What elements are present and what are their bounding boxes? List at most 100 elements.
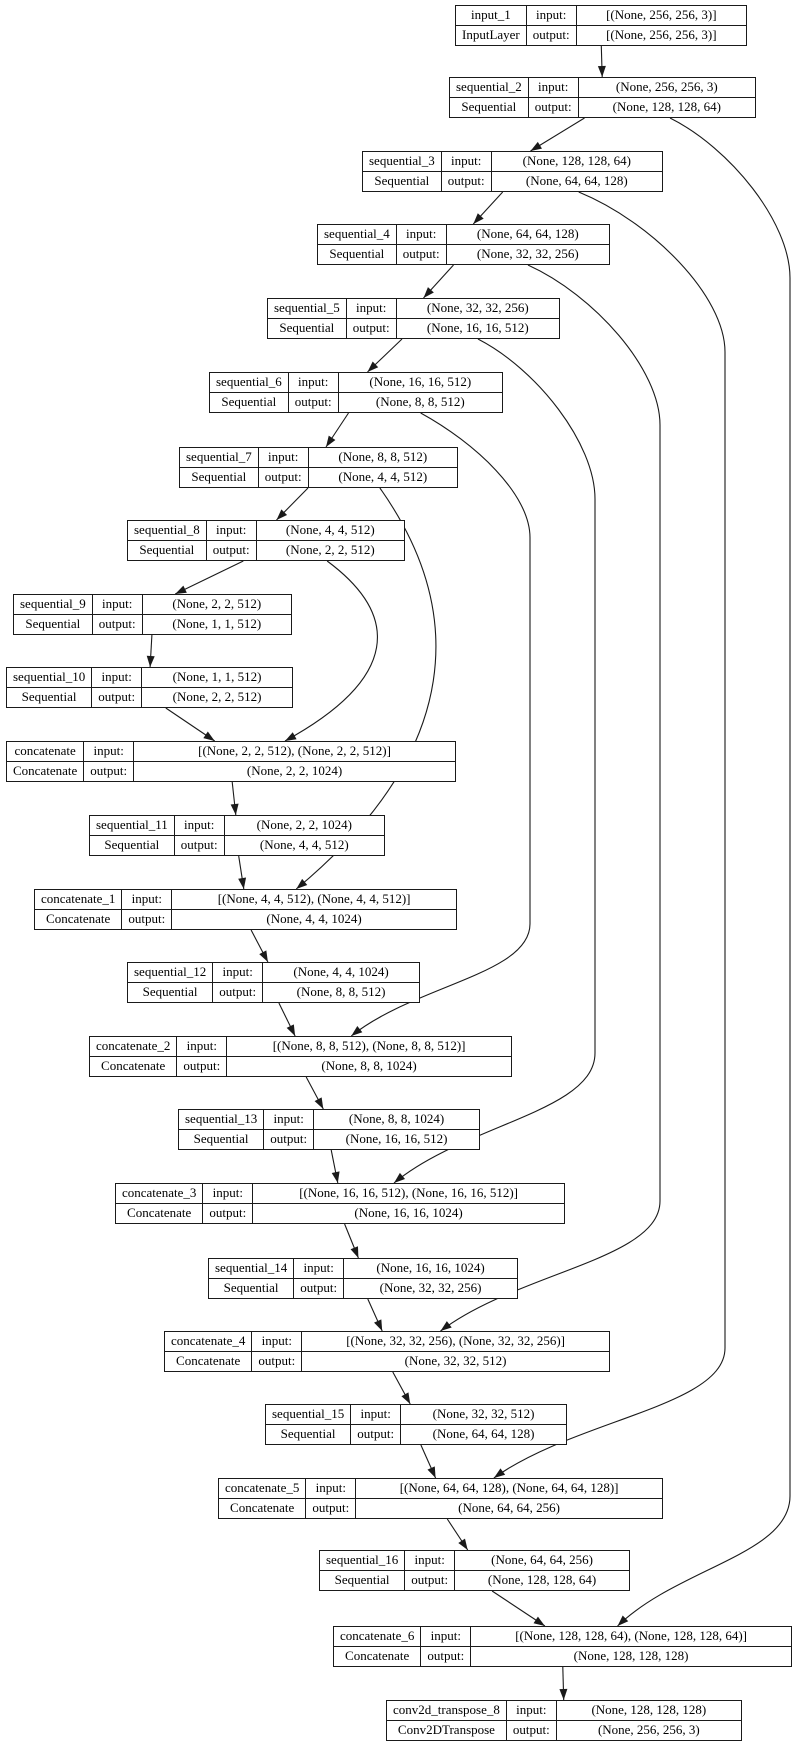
output-shape-cell: (None, 16, 16, 1024)	[354, 1205, 463, 1221]
layer-type-cell: Sequential	[363, 171, 442, 191]
output-label-cell: output:	[405, 1570, 456, 1590]
input-label-cell: input:	[122, 890, 173, 910]
layer-name-cell: sequential_14	[209, 1259, 295, 1279]
layer-type-cell: Sequential	[320, 1570, 406, 1590]
node-concatenate_3: concatenate_3 input: [(None, 16, 16, 512…	[115, 1183, 565, 1224]
edge-sequential_4-to-sequential_5-arrowhead	[423, 287, 434, 298]
layer-name-cell: sequential_9	[14, 595, 93, 615]
layer-type-cell: Concatenate	[165, 1351, 253, 1371]
edge-concatenate-to-sequential_11-arrowhead	[230, 803, 239, 815]
layer-type-cell: Sequential	[210, 392, 289, 412]
layer-name-cell: sequential_16	[320, 1551, 406, 1571]
edge-sequential_4-to-concatenate_4-arrowhead	[440, 1321, 452, 1331]
edge-sequential_16-to-concatenate_6-arrowhead	[533, 1616, 545, 1626]
output-label-cell: output:	[294, 1278, 345, 1298]
layer-type-cell: Sequential	[450, 97, 529, 117]
output-label-cell: output:	[207, 540, 257, 560]
layer-name-cell: sequential_13	[179, 1110, 265, 1130]
output-label-cell: output:	[264, 1129, 315, 1149]
edge-concatenate_6-to-conv2d_transpose_8-arrowhead	[559, 1688, 568, 1700]
output-label-cell: output:	[347, 318, 397, 338]
input-shape-cell: [(None, 32, 32, 256), (None, 32, 32, 256…	[302, 1332, 609, 1352]
edge-sequential_13-to-concatenate_3-arrowhead	[331, 1171, 340, 1183]
layer-type-cell: Concatenate	[116, 1203, 204, 1223]
edge-sequential_8-to-sequential_9	[174, 560, 244, 595]
input-shape-cell: (None, 16, 16, 1024)	[344, 1259, 517, 1279]
edge-sequential_7-to-sequential_8-arrowhead	[276, 509, 288, 520]
input-shape-cell: (None, 256, 256, 3)	[578, 78, 755, 98]
layer-type-cell: Concatenate	[219, 1498, 307, 1518]
layer-name-cell: input_1	[456, 6, 527, 26]
input-shape-cell: (None, 16, 16, 512)	[338, 373, 502, 393]
output-label-cell: output:	[203, 1203, 254, 1223]
layer-type-cell: Conv2DTranspose	[387, 1720, 507, 1740]
edge-sequential_8-to-concatenate	[284, 560, 378, 742]
node-sequential_12: sequential_12 input: (None, 4, 4, 1024) …	[127, 962, 420, 1003]
edge-concatenate_4-to-sequential_15-arrowhead	[401, 1392, 411, 1404]
layer-type-cell: Sequential	[90, 835, 175, 855]
edge-sequential_6-to-sequential_7-arrowhead	[326, 435, 336, 447]
output-shape-cell: (None, 256, 256, 3)	[597, 1722, 700, 1738]
input-label-cell: input:	[405, 1551, 456, 1571]
input-label-cell: input:	[351, 1405, 402, 1425]
input-shape-cell: [(None, 2, 2, 512), (None, 2, 2, 512)]	[134, 742, 455, 762]
input-label-cell: input:	[92, 668, 143, 688]
node-sequential_5: sequential_5 input: (None, 32, 32, 256) …	[267, 298, 560, 339]
output-label-cell: output:	[397, 244, 447, 264]
input-shape-cell: (None, 64, 64, 128)	[446, 225, 609, 245]
input-shape-cell: (None, 8, 8, 512)	[308, 448, 457, 468]
input-label-cell: input:	[396, 225, 447, 245]
layer-name-cell: concatenate	[7, 742, 85, 762]
edge-sequential_14-to-concatenate_4-arrowhead	[374, 1319, 383, 1331]
input-shape-cell: (None, 128, 128, 128)	[556, 1701, 741, 1721]
layer-type-cell: Concatenate	[334, 1646, 422, 1666]
output-shape-cell: (None, 64, 64, 128)	[525, 173, 628, 189]
node-concatenate: concatenate input: [(None, 2, 2, 512), (…	[6, 741, 456, 782]
input-label-cell: input:	[441, 152, 492, 172]
output-shape-cell: (None, 2, 2, 512)	[285, 542, 375, 558]
node-sequential_11: sequential_11 input: (None, 2, 2, 1024) …	[89, 815, 385, 856]
output-label-cell: output:	[527, 25, 577, 45]
node-sequential_4: sequential_4 input: (None, 64, 64, 128) …	[317, 224, 610, 265]
output-shape-cell: (None, 1, 1, 512)	[172, 616, 262, 632]
layer-type-cell: Sequential	[128, 982, 214, 1002]
input-shape-cell: [(None, 64, 64, 128), (None, 64, 64, 128…	[356, 1479, 662, 1499]
output-shape-cell: (None, 16, 16, 512)	[426, 320, 529, 336]
node-concatenate_5: concatenate_5 input: [(None, 64, 64, 128…	[218, 1478, 663, 1519]
layer-name-cell: sequential_10	[7, 668, 93, 688]
layer-name-cell: concatenate_4	[165, 1332, 253, 1352]
edge-sequential_3-to-concatenate_5	[493, 191, 726, 1479]
input-label-cell: input:	[306, 1479, 357, 1499]
layer-name-cell: sequential_2	[450, 78, 529, 98]
output-shape-cell: (None, 16, 16, 512)	[345, 1131, 448, 1147]
output-label-cell: output:	[507, 1720, 557, 1740]
input-label-cell: input:	[92, 595, 143, 615]
edge-sequential_8-to-sequential_9-arrowhead	[175, 585, 187, 594]
output-label-cell: output:	[306, 1498, 357, 1518]
input-label-cell: input:	[177, 1037, 228, 1057]
edge-sequential_3-to-concatenate_5-arrowhead	[493, 1468, 506, 1478]
node-sequential_6: sequential_6 input: (None, 16, 16, 512) …	[209, 372, 503, 413]
input-shape-cell: (None, 2, 2, 1024)	[224, 816, 384, 836]
output-shape-cell: (None, 8, 8, 1024)	[321, 1058, 417, 1074]
output-label-cell: output:	[213, 982, 264, 1002]
layer-type-cell: Sequential	[14, 614, 93, 634]
edge-sequential_2-to-concatenate_6	[617, 117, 791, 1627]
output-shape-cell: (None, 2, 2, 1024)	[246, 763, 343, 779]
input-label-cell: input:	[203, 1184, 254, 1204]
edge-sequential_5-to-concatenate_3-arrowhead	[394, 1172, 406, 1183]
node-concatenate_4: concatenate_4 input: [(None, 32, 32, 256…	[164, 1331, 610, 1372]
layer-name-cell: conv2d_transpose_8	[387, 1701, 507, 1721]
output-shape-cell: (None, 64, 64, 256)	[458, 1500, 560, 1516]
node-sequential_8: sequential_8 input: (None, 4, 4, 512) Se…	[127, 520, 405, 561]
input-label-cell: input:	[264, 1110, 315, 1130]
layer-name-cell: concatenate_1	[35, 890, 123, 910]
input-shape-cell: [(None, 4, 4, 512), (None, 4, 4, 512)]	[172, 890, 456, 910]
input-label-cell: input:	[421, 1627, 472, 1647]
output-label-cell: output:	[252, 1351, 303, 1371]
input-label-cell: input:	[213, 963, 264, 983]
layer-type-cell: Sequential	[179, 1129, 265, 1149]
edge-sequential_4-to-concatenate_4	[440, 264, 661, 1332]
